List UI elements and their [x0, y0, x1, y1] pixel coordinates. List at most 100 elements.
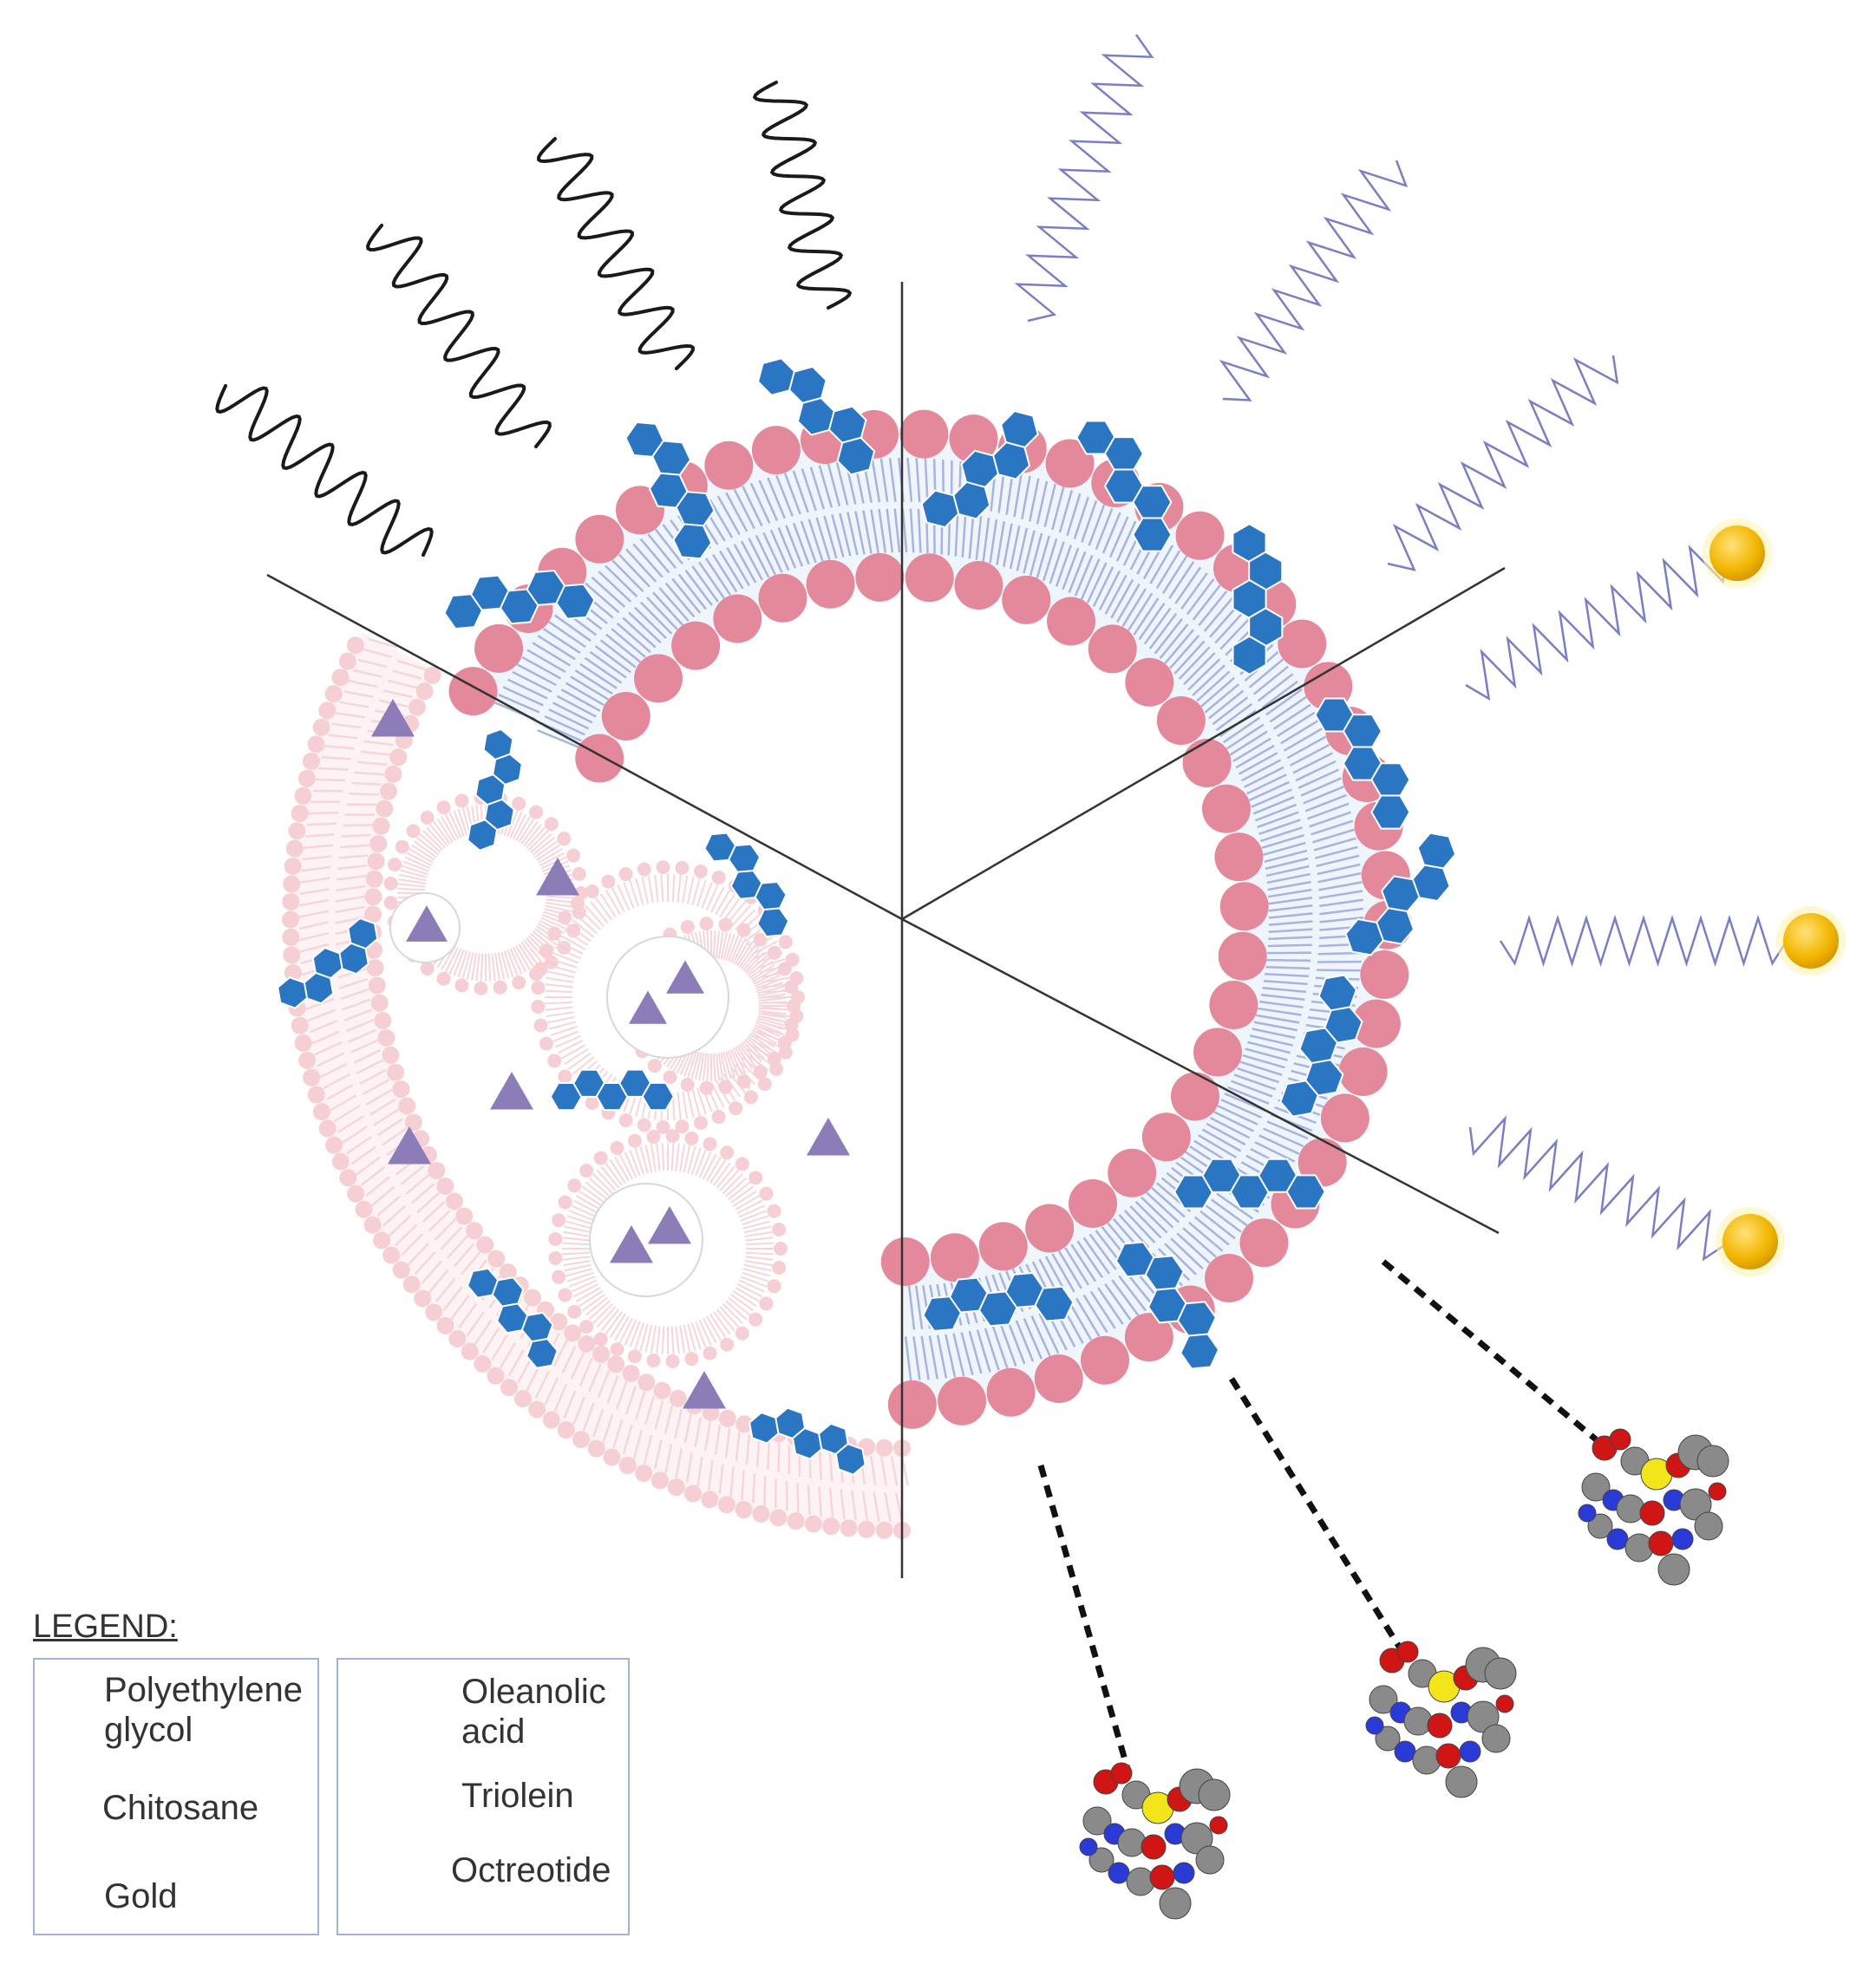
lipid-head: [466, 1222, 484, 1240]
gold-nanoparticle: [1709, 525, 1765, 581]
lipid-tail: [563, 1230, 592, 1237]
lipid-tail: [369, 1098, 396, 1116]
lipid-tail: [1058, 490, 1074, 533]
lipid-tail: [550, 958, 578, 969]
lipid-head: [1239, 1218, 1289, 1268]
lipid-head: [398, 1097, 416, 1115]
lipid-tail: [716, 495, 741, 536]
lipid-tail: [748, 1034, 771, 1054]
lipid-tail: [686, 1090, 695, 1119]
lipid-tail: [1146, 1191, 1180, 1223]
lipid-tail: [401, 865, 428, 876]
atom: [1159, 1887, 1192, 1920]
lipid-tail: [775, 474, 794, 517]
lipid-head: [627, 1349, 642, 1364]
lipid-tail: [674, 1409, 683, 1439]
lipid-tail: [605, 633, 642, 663]
lipid-tail: [625, 548, 657, 583]
lipid-tail: [319, 1062, 348, 1079]
lipid-tail: [792, 522, 810, 565]
lipid-head: [930, 1233, 979, 1282]
lipid-tail: [645, 597, 678, 630]
lipid-tail: [719, 1169, 740, 1191]
lipid-tail: [300, 877, 330, 884]
lipid-head: [875, 1521, 893, 1539]
lipid-tail: [644, 1145, 653, 1173]
lipid-head: [675, 1119, 690, 1134]
lipid-tail: [1258, 1000, 1304, 1008]
lipid-tail: [1015, 1320, 1035, 1362]
lipid-head: [382, 1046, 400, 1064]
lipid-head: [548, 1251, 563, 1266]
hexagon-ring: [1285, 1174, 1326, 1210]
lipid-tail: [599, 639, 637, 669]
lipid-tail: [706, 1156, 722, 1182]
atom: [1209, 1816, 1228, 1835]
lipid-tail: [1086, 562, 1108, 604]
lipid-tail: [1075, 1297, 1101, 1337]
lipid-tail: [720, 931, 729, 960]
lipid-tail: [606, 1374, 619, 1404]
lipid-tail: [769, 529, 790, 571]
lipid-tail: [426, 826, 446, 849]
lipid-tail: [564, 929, 589, 946]
lipid-head: [288, 822, 306, 840]
lipid-tail: [333, 1105, 361, 1123]
triolein-label: Triolein: [461, 1777, 574, 1815]
lipid-tail: [558, 1040, 584, 1054]
lipid-tail: [1258, 819, 1301, 836]
lipid-tail: [1237, 1067, 1279, 1084]
lipid-tail: [719, 1306, 740, 1328]
lipid-head: [758, 573, 807, 623]
lipid-tail: [317, 1052, 345, 1067]
lipid-tail: [710, 1081, 725, 1107]
lipid-tail: [428, 1269, 449, 1294]
lipid-head: [718, 1409, 736, 1427]
lipid-tail: [752, 1473, 756, 1504]
lipid-tail: [1259, 826, 1303, 843]
lipid-tail: [457, 808, 468, 836]
lipid-tail: [870, 509, 879, 554]
lipid-tail: [960, 1332, 974, 1376]
lipid-tail: [683, 1413, 692, 1444]
lipid-head: [499, 1263, 517, 1282]
lipid-head: [312, 718, 330, 736]
oleanolic-acid-molecule: [1232, 523, 1284, 675]
lipid-tail: [909, 508, 915, 553]
lipid-head: [601, 692, 650, 741]
lipid-tail: [800, 520, 817, 564]
lipid-tail: [639, 1323, 649, 1352]
lipid-tail: [1268, 928, 1313, 934]
lipid-head: [558, 1288, 572, 1302]
lipid-head: [474, 623, 524, 673]
lipid-tail: [335, 905, 365, 914]
oleanolic-label-line1: Oleanolic: [461, 1673, 606, 1711]
lipid-tail: [1222, 716, 1261, 744]
lipid-tail: [870, 1455, 877, 1485]
lipid-tail: [924, 458, 929, 503]
lipid-tail: [650, 1325, 657, 1354]
lipid-head: [436, 971, 451, 986]
atom: [1639, 1500, 1665, 1526]
lipid-tail: [1159, 623, 1189, 660]
chitosan-chain: [1468, 1115, 1727, 1262]
lipid-tail: [750, 1031, 775, 1048]
lipid-tail: [394, 1223, 418, 1247]
lipid-tail: [537, 635, 576, 661]
lipid-tail: [1036, 535, 1050, 579]
lipid-tail: [1253, 1021, 1298, 1032]
lipid-tail: [1023, 1317, 1043, 1360]
lipid-tail: [545, 901, 573, 908]
lipid-tail: [599, 893, 617, 918]
lipid-tail: [1208, 689, 1245, 720]
lipid-tail: [336, 884, 366, 892]
lipid-tail: [343, 690, 374, 698]
triolein-triangle: [666, 960, 704, 994]
lipid-tail: [554, 946, 581, 960]
lipid-tail: [1213, 1111, 1254, 1132]
lipid-tail: [303, 844, 334, 849]
lipid-tail: [652, 591, 684, 626]
lipid-tail: [718, 1464, 724, 1494]
lipid-tail: [350, 1039, 379, 1054]
